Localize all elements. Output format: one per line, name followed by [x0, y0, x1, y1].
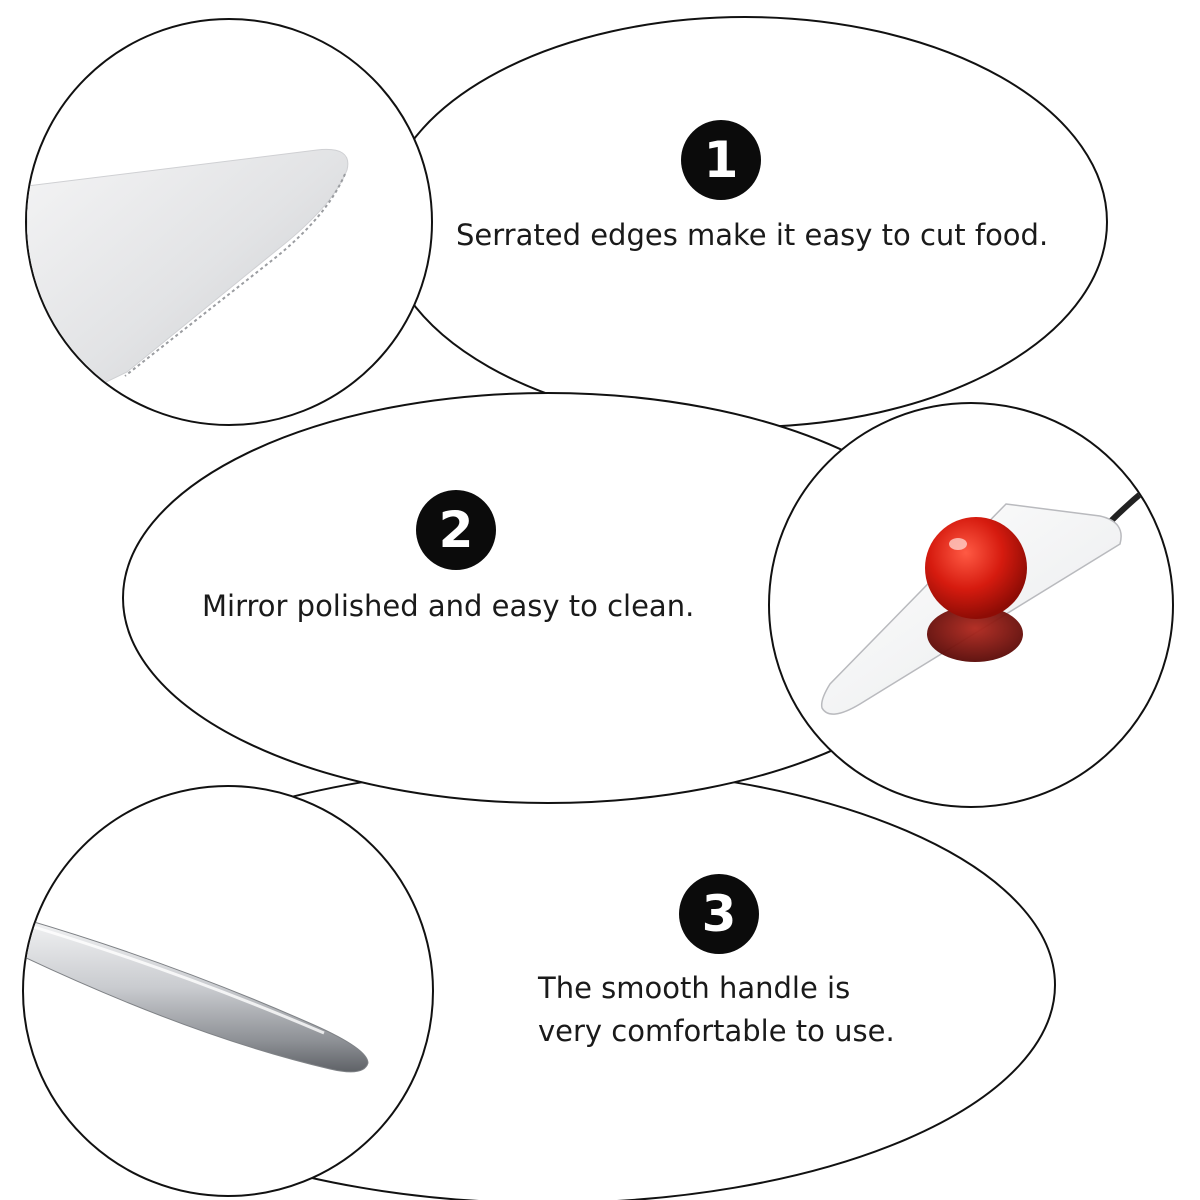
- number-badge-1: 1: [681, 120, 761, 200]
- handle-image: [24, 918, 369, 1073]
- feature-1-caption: Serrated edges make it easy to cut food.: [456, 218, 1049, 252]
- feature-2-image: [768, 402, 1174, 808]
- feature-3-caption-line-2: very comfortable to use.: [538, 1014, 895, 1048]
- tomato-server-image: [820, 483, 1153, 715]
- feature-1-image: [25, 18, 433, 426]
- number-badge-2: 2: [416, 490, 496, 570]
- feature-3-caption-line-1: The smooth handle is: [538, 971, 851, 1005]
- feature-2-caption: Mirror polished and easy to clean.: [202, 589, 695, 623]
- number-badge-3: 3: [679, 874, 759, 954]
- feature-3-image: [22, 785, 434, 1197]
- serrated-blade-image: [27, 148, 349, 421]
